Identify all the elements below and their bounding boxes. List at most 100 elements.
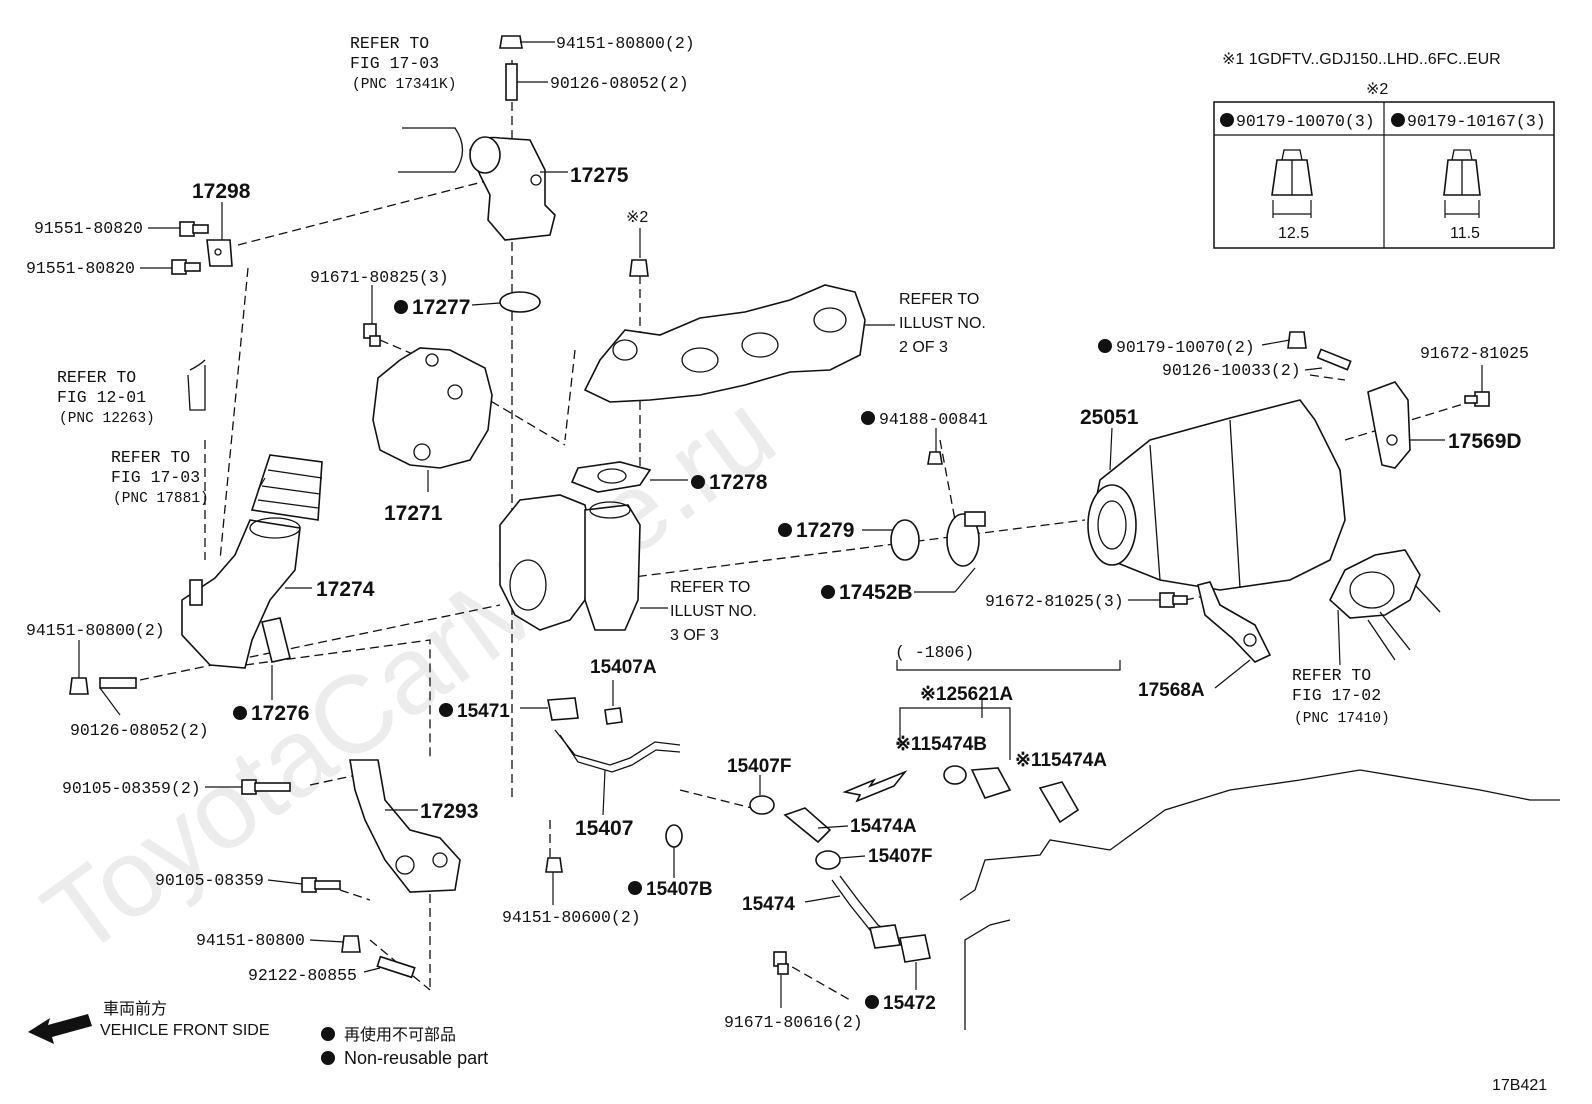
illustration-code: 17B421 [1492,1077,1547,1094]
nut-top-icon [499,35,523,49]
clamp-15474B-icon [943,765,967,785]
nut-90179-icon [1287,331,1307,349]
label-17279: 17279 [796,519,854,542]
svg-text:REFER TO: REFER TO [670,579,750,596]
outlet-17275-icon [469,136,556,241]
catalytic-converter-25051-icon [1087,399,1346,591]
label-17293: 17293 [420,800,478,823]
ref-17410: REFER TO FIG 17-02 (PNC 17410) [1292,666,1390,727]
svg-text:REFER TO: REFER TO [1292,666,1371,685]
engine-outline [959,769,1560,901]
bolt-91672-81025-3-icon [1159,592,1188,608]
label-91672-81025-3: 91672-81025(3) [985,592,1124,611]
label-17277: 17277 [412,296,470,319]
clamp-15407F-b-icon [815,850,841,870]
svg-text:3 OF 3: 3 OF 3 [670,627,719,644]
nut-94151-80800-icon [341,935,361,953]
label-15474B: ※115474B [895,734,987,755]
svg-text:(PNC 17410): (PNC 17410) [1294,711,1390,727]
gasket-17278-icon [570,461,652,493]
hose-15474A-icon [783,807,832,844]
bolt-91551-b-icon [171,259,201,275]
label-note2: ※2 [626,209,648,226]
label-15472: 15472 [883,993,936,1014]
bolt-90105-08359-icon [301,877,341,893]
bolt-94188-icon [927,451,943,465]
svg-text:ILLUST NO.: ILLUST NO. [899,315,986,332]
label-90126-10033: 90126-10033(2) [1162,361,1301,380]
label-94151-80800-left: 94151-80800(2) [26,621,165,640]
nonreusable-dot [1098,339,1112,353]
stud-92122-icon [376,955,416,979]
stud-90126-10033-icon [1316,348,1352,371]
ref-17881: REFER TO FIG 17-03 (PNC 17881) [111,448,209,507]
nonreusable-dot [439,703,453,717]
gasket-15472-icon [899,934,931,963]
label-90105-08359-2: 90105-08359(2) [62,779,201,798]
label-15407: 15407 [575,817,633,840]
nonreusable-dot [821,585,835,599]
direction-jp: 車両前方 [103,1000,167,1018]
nut-size-legend: ※1 1GDFTV..GDJ150..LHD..6FC..EUR ※2 9017… [1213,51,1555,249]
bolt-91551-a-icon [179,221,209,237]
svg-text:(PNC 12263): (PNC 12263) [59,411,155,427]
gasket-17277-icon [499,291,541,313]
air-elbow-17274-icon [181,517,301,669]
stud-left-icon [99,677,137,689]
label-92122-80855: 92122-80855 [248,966,357,985]
label-90105-08359: 90105-08359 [155,871,264,890]
exhaust-pipe-ref-17410 [1329,549,1441,661]
label-91671-80616: 91671-80616(2) [724,1013,863,1032]
label-91551-80820-b: 91551-80820 [26,259,135,278]
label-17276: 17276 [251,702,309,725]
label-range: ( -1806) [895,643,974,662]
nonreusable-dot [778,523,792,537]
nonreusable-dot [233,706,247,720]
group-bracket [899,700,1011,760]
svg-text:FIG 17-02: FIG 17-02 [1292,686,1381,705]
label-15407F-b: 15407F [868,846,932,867]
nut-left-icon [69,677,89,695]
vehicle-front-indicator: 車両前方 VEHICLE FRONT SIDE [28,1000,270,1044]
gasket-17279-icon [890,519,920,561]
nonreusable-dot [628,881,642,895]
air-hose-ref-17881 [250,454,323,521]
label-90126-08052-top: 90126-08052(2) [550,74,689,93]
nonreusable-dot [394,300,408,314]
label-17569D: 17569D [1448,430,1522,453]
oil-pipe-15407-icon [547,697,681,773]
legend-header: ※2 [1366,81,1388,98]
label-17452B: 17452B [839,581,913,604]
nonreusable-dot [691,475,705,489]
hose-ref-12263 [187,359,206,411]
label-17278: 17278 [709,471,768,494]
ref-17341K: REFER TO FIG 17-03 (PNC 17341K) [350,34,456,93]
bracket-17568A-icon [1197,581,1272,663]
ref-12263: REFER TO FIG 12-01 (PNC 12263) [57,368,155,427]
bolt-90105-08359-2-icon [241,779,291,795]
nut-icon-1 [1271,149,1313,218]
hose-ref-17341K [398,127,464,173]
svg-text:2 OF 3: 2 OF 3 [899,339,948,356]
clamp-15407F-a-icon [749,795,775,815]
label-17298: 17298 [192,180,251,203]
clamp-17452B-icon [946,511,986,567]
engine-outline-2 [964,919,1011,1030]
label-15474A-a: 15474A [850,816,917,837]
bracket-17569D-icon [1367,381,1411,469]
label-15471: 15471 [457,701,510,722]
svg-text:FIG 12-01: FIG 12-01 [57,388,146,407]
label-25051: 25051 [1080,406,1139,429]
label-25621A: ※125621A [920,684,1013,705]
nonreuse-en: Non-reusable part [344,1048,488,1068]
pipe-15474-icon [831,875,901,949]
svg-text:ILLUST NO.: ILLUST NO. [670,603,757,620]
nonreusable-dot [861,411,875,425]
flow-arrow-icon [842,770,908,803]
label-91551-80820-a: 91551-80820 [34,219,143,238]
label-94151-80800: 94151-80800 [196,931,305,950]
label-91671-80825: 91671-80825(3) [310,268,449,287]
label-90179-10070: 90179-10070(2) [1116,338,1255,357]
